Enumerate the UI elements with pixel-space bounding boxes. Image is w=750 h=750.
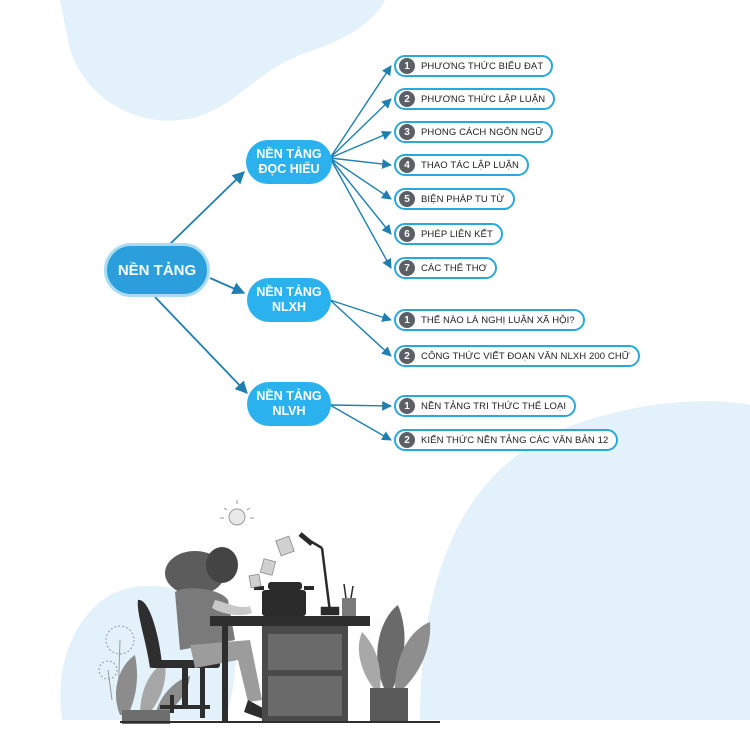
right-plant	[358, 605, 431, 722]
leaf-label: NỀN TẢNG TRI THỨC THỂ LOẠI	[421, 400, 567, 412]
number-badge: 2	[399, 348, 415, 364]
leaf-label: BIỆN PHÁP TU TỪ	[421, 193, 505, 205]
leaf-item: 2 KIẾN THỨC NỀN TẢNG CÁC VĂN BẢN 12	[394, 429, 619, 451]
leaf-item: 3 PHONG CÁCH NGÔN NGỮ	[394, 121, 554, 143]
leaf-label: THẾ NÀO LÀ NGHỊ LUẬN XÃ HỘI?	[421, 314, 575, 326]
desk-lamp	[298, 532, 340, 616]
branch-line2: NLXH	[271, 300, 307, 314]
root-label: NỀN TẢNG	[117, 261, 197, 279]
number-badge: 2	[399, 91, 415, 107]
pencil-cup	[342, 583, 356, 616]
root-to-nlvh-arrow	[154, 296, 248, 394]
root-to-nlxh-arrow	[209, 277, 246, 295]
number-badge: 1	[399, 312, 415, 328]
lightbulb-icon	[220, 500, 254, 526]
typewriter	[254, 582, 314, 616]
root-node: NỀN TẢNG	[104, 243, 210, 297]
desk	[210, 616, 370, 722]
number-badge: 1	[399, 58, 415, 74]
number-badge: 6	[399, 226, 415, 242]
number-badge: 3	[399, 124, 415, 140]
leaf-label: PHONG CÁCH NGÔN NGỮ	[421, 126, 544, 138]
number-badge: 4	[399, 157, 415, 173]
root-to-doc-hieu-arrow	[169, 171, 245, 245]
leaf-label: PHƯƠNG THỨC BIỂU ĐẠT	[421, 60, 544, 72]
leaf-item: 1 NỀN TẢNG TRI THỨC THỂ LOẠI	[394, 395, 577, 417]
leaf-label: PHÉP LIÊN KẾT	[421, 228, 493, 240]
leaf-label: PHƯƠNG THỨC LẬP LUẬN	[421, 93, 546, 105]
branch-line1: NỀN TẢNG	[256, 147, 322, 161]
branch-line1: NỀN TẢNG	[256, 389, 322, 403]
branch-node-doc-hieu: NỀN TẢNG ĐỌC HIỂU	[246, 140, 332, 184]
leaf-item: 4 THAO TÁC LẬP LUẬN	[394, 154, 529, 176]
branch-line1: NỀN TẢNG	[256, 285, 322, 299]
leaf-item: 1 PHƯƠNG THỨC BIỂU ĐẠT	[394, 55, 554, 77]
leaf-item: 1 THẾ NÀO LÀ NGHỊ LUẬN XÃ HỘI?	[394, 309, 585, 331]
leaf-label: THAO TÁC LẬP LUẬN	[421, 159, 519, 171]
number-badge: 2	[399, 432, 415, 448]
leaf-label: KIẾN THỨC NỀN TẢNG CÁC VĂN BẢN 12	[421, 434, 609, 446]
branch-line2: NLVH	[272, 404, 306, 418]
number-badge: 1	[399, 398, 415, 414]
number-badge: 7	[399, 260, 415, 276]
branch-node-nlxh: NỀN TẢNG NLXH	[247, 278, 331, 322]
leaf-item: 6 PHÉP LIÊN KẾT	[394, 223, 503, 245]
branch-line2: ĐỌC HIỂU	[258, 162, 320, 176]
leaf-label: CÔNG THỨC VIẾT ĐOẠN VĂN NLXH 200 CHỮ	[421, 350, 630, 362]
leaf-item: 2 PHƯƠNG THỨC LẬP LUẬN	[394, 88, 556, 110]
leaf-item: 5 BIỆN PHÁP TU TỪ	[394, 188, 515, 210]
leaf-item: 2 CÔNG THỨC VIẾT ĐOẠN VĂN NLXH 200 CHỮ	[394, 345, 640, 367]
woman-figure	[165, 547, 270, 720]
planter	[122, 710, 170, 724]
flying-papers	[248, 535, 295, 589]
leaf-item: 7 CÁC THỂ THƠ	[394, 257, 497, 279]
leaf-label: CÁC THỂ THƠ	[421, 262, 487, 274]
branch-node-nlvh: NỀN TẢNG NLVH	[247, 382, 331, 426]
number-badge: 5	[399, 191, 415, 207]
